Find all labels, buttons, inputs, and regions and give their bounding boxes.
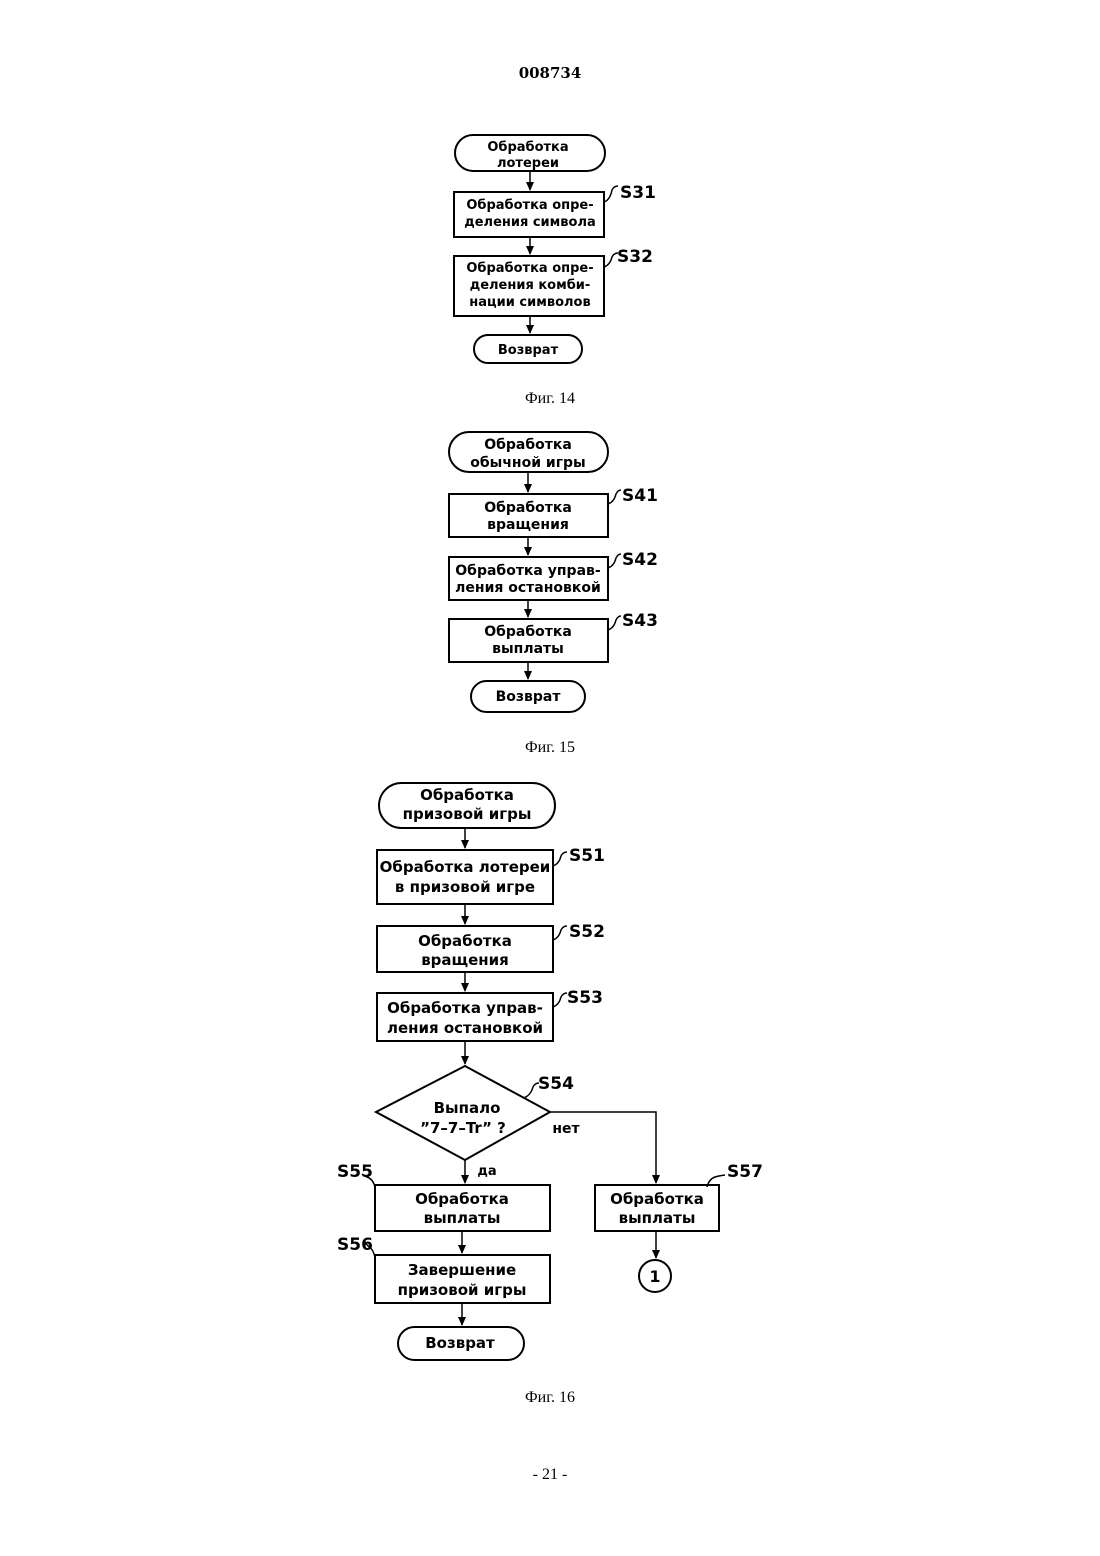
fig15-s43-label: S43 [622,611,658,631]
fig15-caption: Фиг. 15 [525,739,575,756]
fig15-start-line1: Обработка [484,437,572,453]
fig16-s56-label: S56 [337,1235,373,1255]
fig16-s54-line1: Выпало [434,1099,501,1117]
fig16-s52-label: S52 [569,922,605,942]
fig14-s31-label: S31 [620,183,656,203]
figure-15: Обработка обычной игры Обработка вращени… [449,432,658,756]
fig15-s42-line2: ления остановкой [455,580,601,596]
fig16-start-line1: Обработка [420,786,514,804]
page-number: - 21 - [0,1466,1100,1484]
fig16-s55-line1: Обработка [415,1190,509,1208]
fig15-s41-line1: Обработка [484,500,572,516]
fig15-s41-label: S41 [622,486,658,506]
fig15-s43-line2: выплаты [492,641,564,657]
fig16-s57-line2: выплаты [619,1209,696,1227]
fig16-s53-line2: ления остановкой [387,1019,543,1037]
fig15-s41-line2: вращения [487,517,569,533]
fig16-s52-line2: вращения [421,951,509,969]
fig15-start-line2: обычной игры [470,455,585,471]
fig15-s42-line1: Обработка управ- [455,563,601,579]
fig16-connector-label: 1 [649,1267,660,1286]
fig16-s54-line2: ”7–7–Tr” ? [420,1119,506,1137]
figure-16: Обработка призовой игры Обработка лотере… [337,783,763,1406]
fig16-s51-line1: Обработка лотереи [380,858,551,876]
fig16-s57-line1: Обработка [610,1190,704,1208]
fig14-s32-line3: нации символов [469,295,590,310]
fig16-s53-label: S53 [567,988,603,1008]
fig16-s56-line2: призовой игры [398,1281,527,1299]
fig14-s32-label: S32 [617,247,653,267]
fig15-end-label: Возврат [496,689,562,705]
fig14-s32-line2: деления комби- [470,278,591,293]
figure-14: Обработка лотереи Обработка опре- делени… [454,135,656,407]
fig14-s31-line1: Обработка опре- [466,198,593,213]
fig14-s31-line2: деления символа [464,215,596,230]
fig14-s32-line1: Обработка опре- [466,261,593,276]
fig16-s54-label: S54 [538,1074,574,1094]
fig16-start-line2: призовой игры [403,805,532,823]
fig16-caption: Фиг. 16 [525,1389,575,1406]
fig16-s55-label: S55 [337,1162,373,1182]
fig14-caption: Фиг. 14 [525,390,575,407]
fig16-s56-line1: Завершение [408,1261,516,1279]
fig14-end-label: Возврат [498,343,559,358]
fig14-start-line1: Обработка [487,140,568,155]
fig16-s54-no-label: нет [552,1121,580,1137]
fig14-start-line2: лотереи [497,156,559,171]
fig16-s51-line2: в призовой игре [395,878,535,896]
fig16-s55-line2: выплаты [424,1209,501,1227]
fig16-s57-label: S57 [727,1162,763,1182]
fig16-s51-label: S51 [569,846,605,866]
fig16-s54-yes-label: да [477,1164,496,1179]
fig16-s52-line1: Обработка [418,932,512,950]
fig15-s43-line1: Обработка [484,624,572,640]
fig15-s42-label: S42 [622,550,658,570]
fig16-s53-line1: Обработка управ- [387,999,543,1017]
fig16-end-label: Возврат [425,1334,495,1352]
